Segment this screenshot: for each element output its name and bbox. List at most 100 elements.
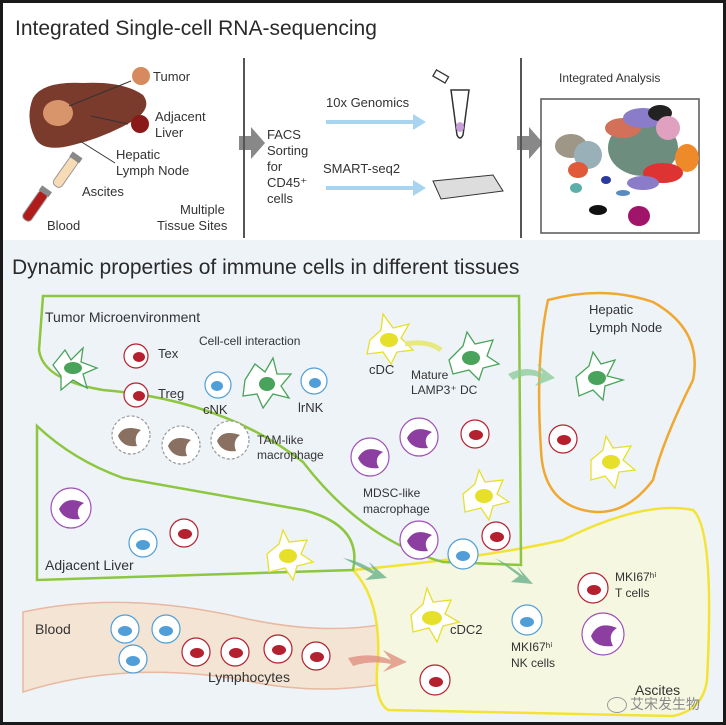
- label-adjacent-1: Adjacent: [155, 109, 206, 124]
- top-panel: Integrated Single-cell RNA-sequencing: [3, 3, 723, 240]
- label-interaction: Cell-cell interaction: [199, 334, 301, 348]
- label-lrnk: lrNK: [298, 400, 324, 415]
- dendritic-cell-icon: [242, 356, 293, 410]
- label-smartseq: SMART-seq2: [323, 161, 401, 176]
- label-blood: Blood: [35, 621, 71, 637]
- label-mki-t-2: T cells: [615, 586, 650, 600]
- ascites-tube-icon: [52, 151, 83, 188]
- dendritic-cell-icon: [366, 312, 415, 366]
- watermark-text: 艾宋发生物: [630, 696, 700, 712]
- label-integrated-analysis: Integrated Analysis: [559, 71, 661, 85]
- label-tam-1: TAM-like: [257, 433, 304, 447]
- dendritic-cell-icon: [52, 346, 99, 392]
- label-lymph-1: Hepatic: [589, 302, 634, 317]
- adjacent-liver-region: [35, 423, 356, 582]
- nk-cell-icon: [300, 367, 328, 395]
- label-adjacent-liver: Adjacent Liver: [45, 557, 134, 573]
- label-multiple-2: Tissue Sites: [157, 218, 228, 233]
- label-tumor: Tumor: [153, 69, 191, 84]
- nk-cell-icon: [204, 371, 232, 399]
- lymph-node-region: [537, 291, 696, 514]
- label-mdsc-1: MDSC-like: [363, 486, 421, 500]
- t-cell-icon: [263, 634, 293, 664]
- nk-cell-icon: [110, 614, 140, 644]
- facs-line: Sorting: [267, 143, 309, 158]
- mdsc-macrophage-icon: [581, 612, 625, 656]
- label-multiple-1: Multiple: [180, 202, 225, 217]
- t-cell-icon: [169, 518, 199, 548]
- label-mature-2: LAMP3⁺ DC: [411, 383, 478, 397]
- label-mki-nk-1: MKI67ʰⁱ: [511, 640, 553, 654]
- facs-line: cells: [267, 191, 294, 206]
- t-cell-icon: [481, 521, 511, 551]
- label-hepatic-2: Lymph Node: [116, 163, 190, 178]
- t-cell-icon: [548, 424, 578, 454]
- mdsc-macrophage-icon: [399, 520, 439, 560]
- label-mdsc-2: macrophage: [363, 502, 430, 516]
- migration-arrow-icon: [508, 364, 555, 386]
- dendritic-cell-icon: [462, 468, 511, 522]
- blood-tube-icon: [22, 185, 52, 222]
- t-cell-icon: [220, 637, 250, 667]
- nk-cell-icon: [511, 604, 543, 636]
- label-cdc2: cDC2: [450, 622, 483, 637]
- liver-icon: [29, 82, 147, 148]
- label-tam-2: macrophage: [257, 448, 324, 462]
- label-adjacent-2: Liver: [155, 125, 184, 140]
- dendritic-cell-icon: [410, 585, 461, 644]
- label-cdc: cDC: [369, 362, 395, 377]
- label-tme: Tumor Microenvironment: [45, 309, 201, 325]
- liver-tumor-spot: [43, 100, 73, 126]
- nk-cell-icon: [118, 644, 148, 674]
- label-blood: Blood: [47, 218, 81, 233]
- platform-arrow-icon: [326, 114, 426, 130]
- t-cell-icon: [181, 637, 211, 667]
- label-lymph-2: Lymph Node: [589, 320, 663, 335]
- label-mki-nk-2: NK cells: [511, 656, 556, 670]
- label-mki-t-1: MKI67ʰⁱ: [615, 570, 657, 584]
- t-cell-icon: [301, 641, 331, 671]
- migration-arrow-icon: [348, 650, 407, 672]
- top-illustrations: [22, 67, 700, 234]
- facs-line: CD45⁺: [267, 175, 308, 190]
- bottom-title: Dynamic properties of immune cells in di…: [12, 256, 520, 279]
- t-cell-icon: [123, 382, 149, 408]
- label-lymphocytes: Lymphocytes: [208, 669, 290, 685]
- t-cell-icon: [460, 419, 490, 449]
- dendritic-cell-icon: [266, 528, 315, 582]
- label-ascites: Ascites: [82, 184, 124, 199]
- divider: [520, 58, 522, 238]
- label-10x: 10x Genomics: [326, 95, 410, 110]
- tam-macrophage-icon: [161, 425, 201, 465]
- tumor-sample-icon: [132, 67, 150, 85]
- tam-macrophage-icon: [111, 415, 151, 455]
- dendritic-cell-icon: [448, 330, 501, 382]
- dendritic-cell-icon: [575, 350, 626, 402]
- step-arrow-icon: [239, 127, 265, 159]
- label-cnk: cNK: [203, 402, 228, 417]
- watermark: 艾宋发生物: [607, 694, 700, 714]
- well-plate-icon: [432, 174, 504, 200]
- label-treg: Treg: [158, 386, 185, 401]
- label-hepatic-1: Hepatic: [116, 147, 161, 162]
- migration-arrow-icon: [495, 558, 533, 584]
- bottom-panel: Dynamic properties of immune cells in di…: [3, 240, 723, 722]
- top-title: Integrated Single-cell RNA-sequencing: [15, 17, 377, 40]
- adjacent-liver-sample-icon: [131, 115, 149, 133]
- dendritic-cell-icon: [590, 434, 637, 490]
- label-mature-1: Mature: [411, 368, 449, 382]
- umap-plot: [555, 105, 699, 226]
- tam-macrophage-icon: [210, 420, 250, 460]
- tissue-diagram: [22, 291, 711, 718]
- migration-arrow-icon: [343, 558, 387, 580]
- t-cell-icon: [577, 572, 609, 604]
- facs-line: for: [267, 159, 283, 174]
- nk-cell-icon: [128, 528, 158, 558]
- step-arrow-icon: [517, 127, 543, 159]
- nk-cell-icon: [447, 538, 479, 570]
- t-cell-icon: [123, 343, 149, 369]
- platform-arrow-icon: [326, 180, 426, 196]
- tube-icon: [432, 69, 470, 139]
- label-ascites: Ascites: [635, 682, 681, 698]
- t-cell-icon: [419, 664, 451, 696]
